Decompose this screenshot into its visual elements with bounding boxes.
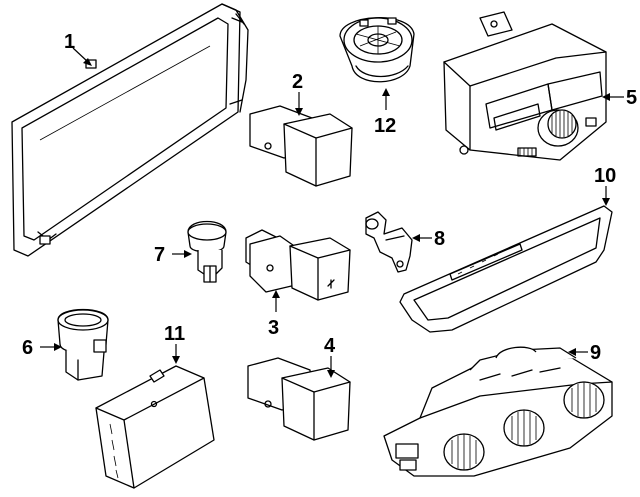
- callout-1: 1: [64, 31, 75, 53]
- callout-4: 4: [324, 335, 336, 357]
- part-9-control-panel: [383, 346, 613, 477]
- callout-2: 2: [292, 71, 303, 93]
- part-5-control-module: [443, 11, 607, 161]
- callout-12: 12: [374, 115, 396, 137]
- callout-6: 6: [22, 337, 33, 359]
- part-2-switch: [249, 105, 353, 187]
- part-4-switch: [247, 357, 351, 441]
- part-6-knob: [57, 308, 109, 381]
- part-3-switch: [245, 229, 351, 301]
- part-1-display-screen: [11, 3, 249, 257]
- part-8-sensor: [365, 211, 413, 273]
- part-12-speaker: [339, 17, 415, 83]
- callout-11: 11: [164, 323, 185, 345]
- callout-5: 5: [626, 87, 637, 109]
- callout-8: 8: [434, 228, 445, 250]
- callout-7: 7: [154, 244, 165, 266]
- callout-10: 10: [594, 165, 616, 187]
- part-11-module: [95, 365, 215, 489]
- callout-3: 3: [268, 317, 279, 339]
- part-10-trim-bezel: [399, 205, 613, 333]
- part-7-button: [187, 220, 227, 283]
- callout-9: 9: [590, 342, 601, 364]
